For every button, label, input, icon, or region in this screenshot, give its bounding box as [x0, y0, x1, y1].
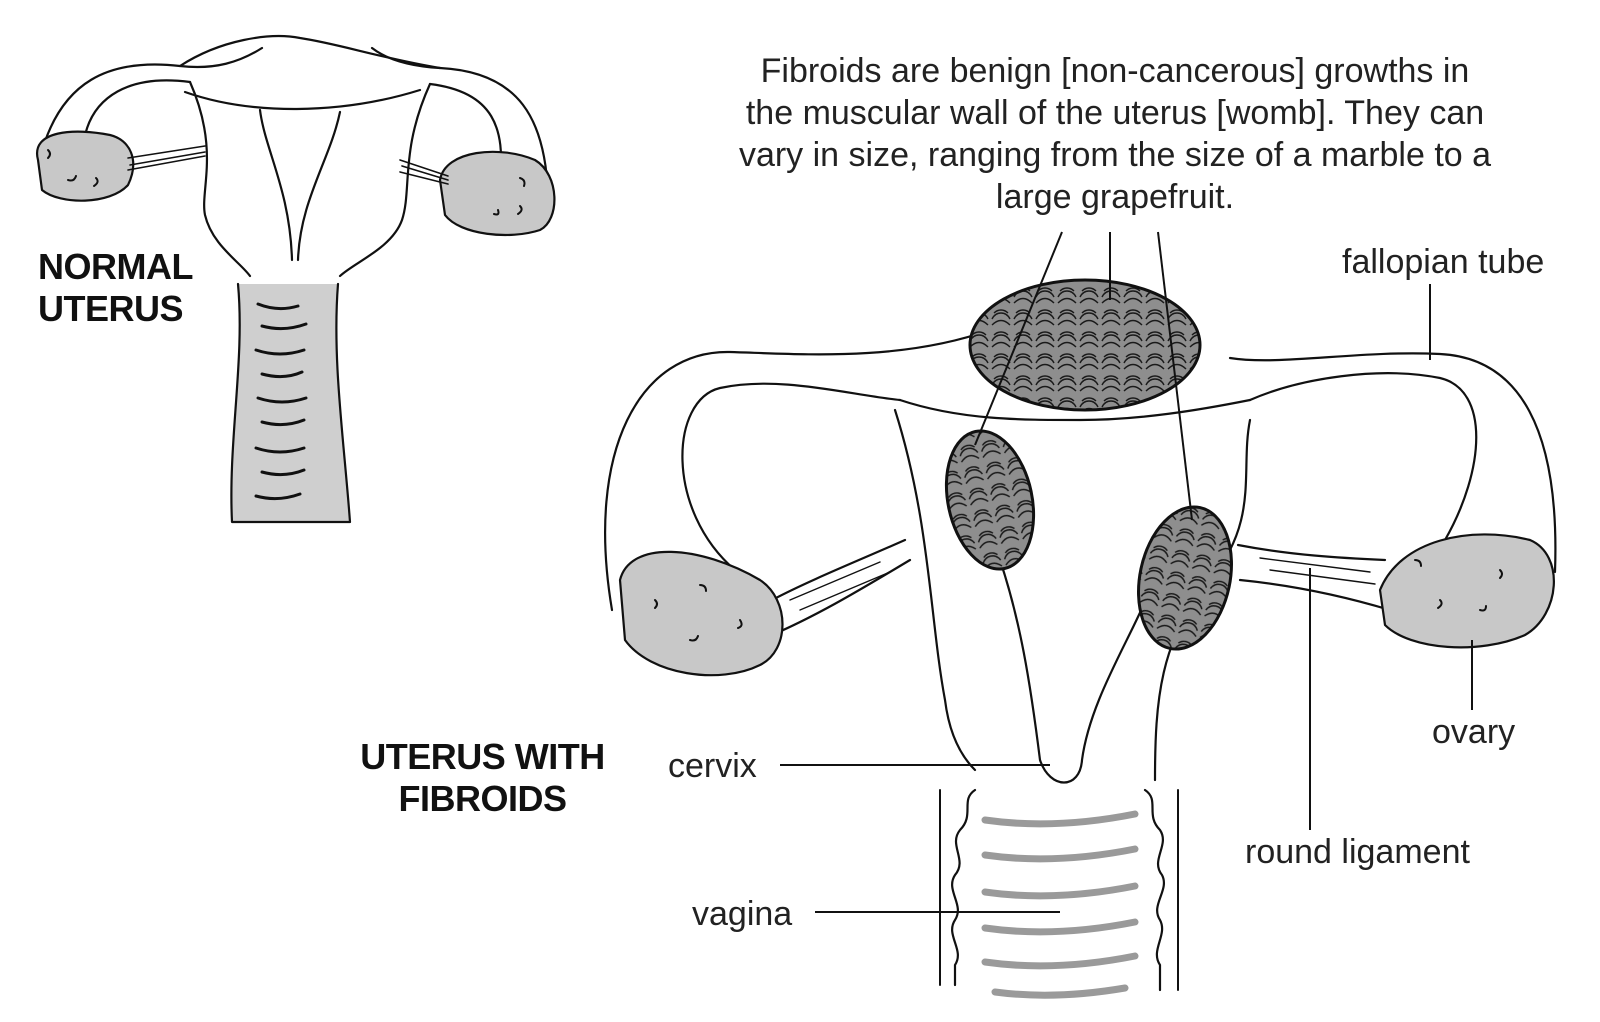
caption-leader-left: [974, 231, 1063, 446]
normal-uterus-heading: NORMAL UTERUS: [38, 246, 193, 330]
fibroid-uterus: [604, 278, 1557, 999]
normal-uterine-body: [188, 80, 432, 278]
normal-left-tube: [38, 46, 264, 160]
round-ligament-label: round ligament: [1245, 833, 1470, 871]
fibroid-right-ligament: [1236, 543, 1392, 612]
normal-fundus: [178, 35, 442, 70]
caption-line-1: Fibroids are benign [non-cancerous] grow…: [760, 52, 1470, 90]
normal-right-ovary: [438, 150, 556, 237]
fibroid-large-fundal: [968, 278, 1202, 412]
normal-heading-line-1: NORMAL: [38, 246, 193, 287]
fibroid-left-tube-inner: [681, 382, 902, 572]
fibroid-left-tube-outer: [604, 328, 992, 612]
fibroid-caption: Fibroids are benign [non-cancerous] grow…: [670, 50, 1560, 218]
vagina-label: vagina: [692, 895, 793, 933]
normal-heading-line-2: UTERUS: [38, 288, 184, 329]
caption-line-2: the muscular wall of the uterus [womb]. …: [745, 94, 1485, 132]
fibroids-heading-line-2: FIBROIDS: [398, 778, 567, 819]
leader-lines: [780, 231, 1473, 913]
ovary-label: ovary: [1432, 713, 1516, 751]
caption-leader-right: [1157, 231, 1193, 521]
fibroid-right-tube-outer: [1228, 352, 1557, 574]
fibroid-left-intramural: [944, 429, 1036, 571]
caption-line-4: large grapefruit.: [995, 178, 1235, 216]
normal-left-ovary: [35, 130, 135, 202]
fallopian-tube-label: fallopian tube: [1342, 243, 1545, 281]
fibroid-right-ovary: [1378, 533, 1555, 649]
normal-vagina-folds: [254, 302, 308, 501]
fibroid-left-ovary: [618, 550, 784, 677]
normal-uterus: [35, 35, 556, 524]
fibroids-heading-line-1: UTERUS WITH: [360, 736, 605, 777]
normal-vagina-tube: [230, 282, 352, 524]
caption-line-3: vary in size, ranging from the size of a…: [738, 136, 1492, 174]
cervix-label: cervix: [668, 747, 757, 785]
fibroid-right-intramural: [1137, 505, 1233, 651]
fibroid-right-tube-inner: [1248, 372, 1478, 542]
fibroid-vagina-folds: [981, 810, 1139, 999]
fibroids-uterus-heading: UTERUS WITH FIBROIDS: [340, 736, 625, 820]
fibroid-vagina-right-wall: [1143, 788, 1165, 992]
fibroid-vagina-left-wall: [951, 788, 977, 987]
fibroid-cavity: [998, 558, 1152, 784]
